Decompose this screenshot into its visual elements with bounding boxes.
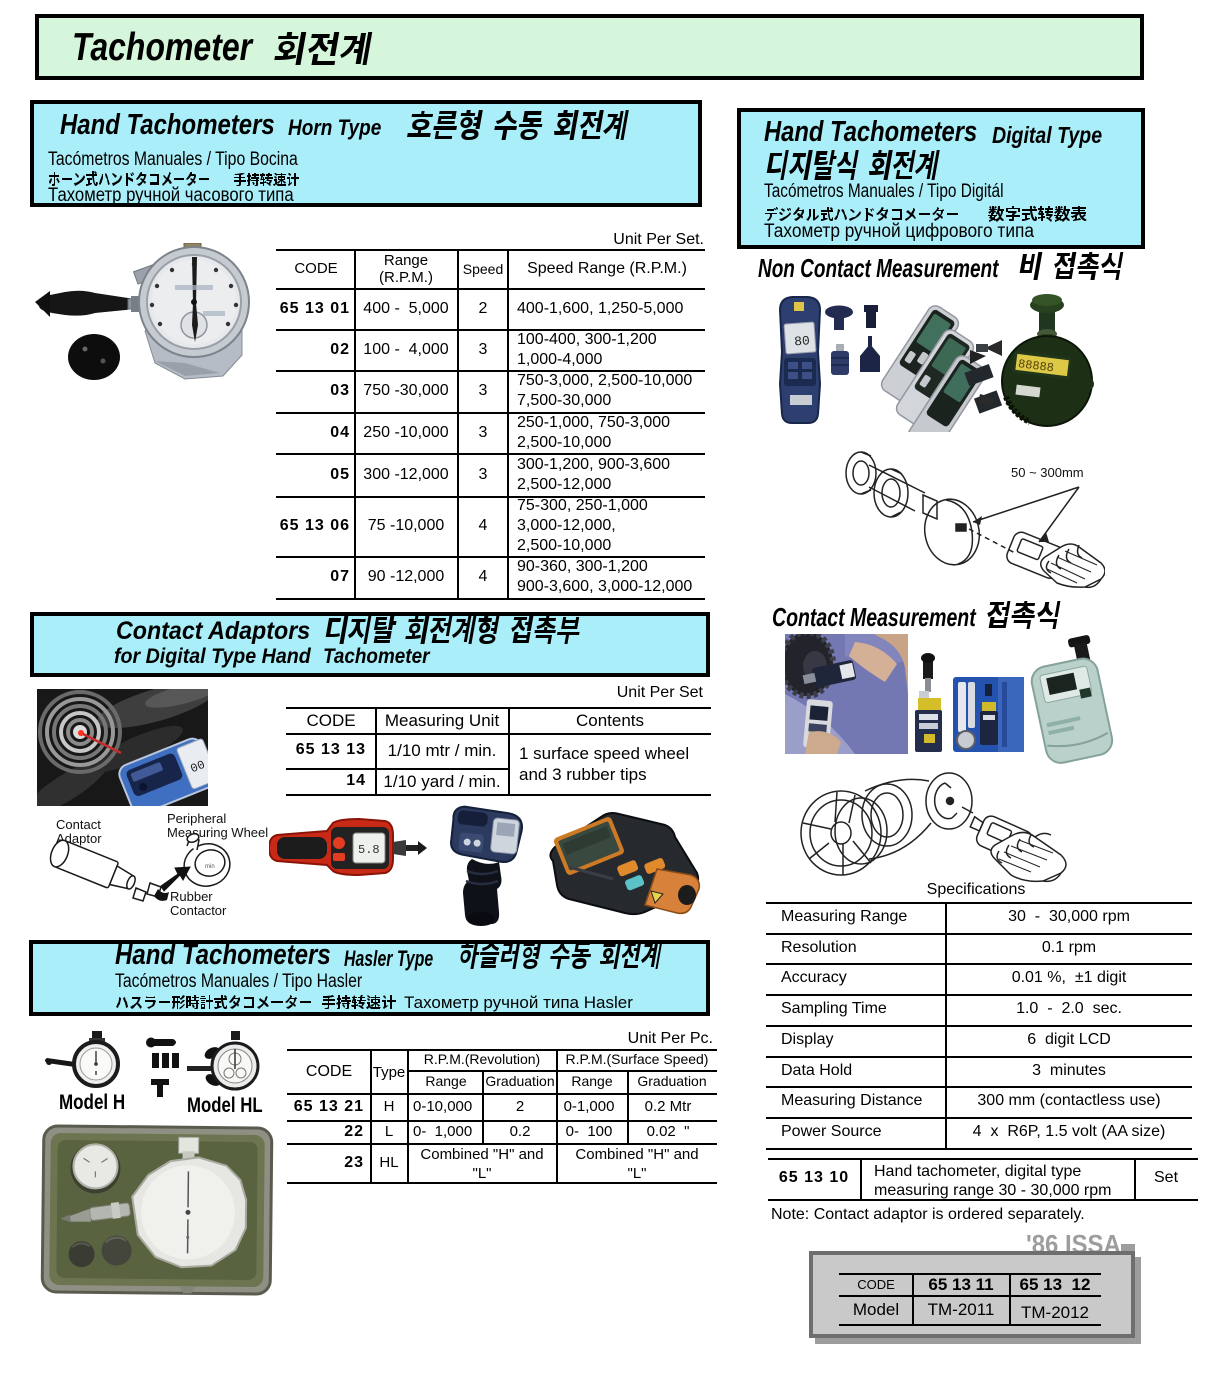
svg-text:Peripheral: Peripheral [167, 812, 226, 826]
svg-text:88888: 88888 [1017, 357, 1054, 375]
svg-text:Contactor: Contactor [170, 903, 227, 918]
svg-text:5.8: 5.8 [358, 843, 380, 857]
svg-text:80: 80 [794, 333, 811, 349]
svg-text:Rubber: Rubber [170, 889, 213, 904]
svg-text:min: min [205, 864, 215, 870]
svg-text:50 ~ 300mm: 50 ~ 300mm [1011, 465, 1084, 480]
svg-text:Contact: Contact [56, 817, 101, 832]
svg-text:00: 00 [189, 758, 208, 776]
svg-text:Measuring Wheel: Measuring Wheel [167, 825, 268, 840]
